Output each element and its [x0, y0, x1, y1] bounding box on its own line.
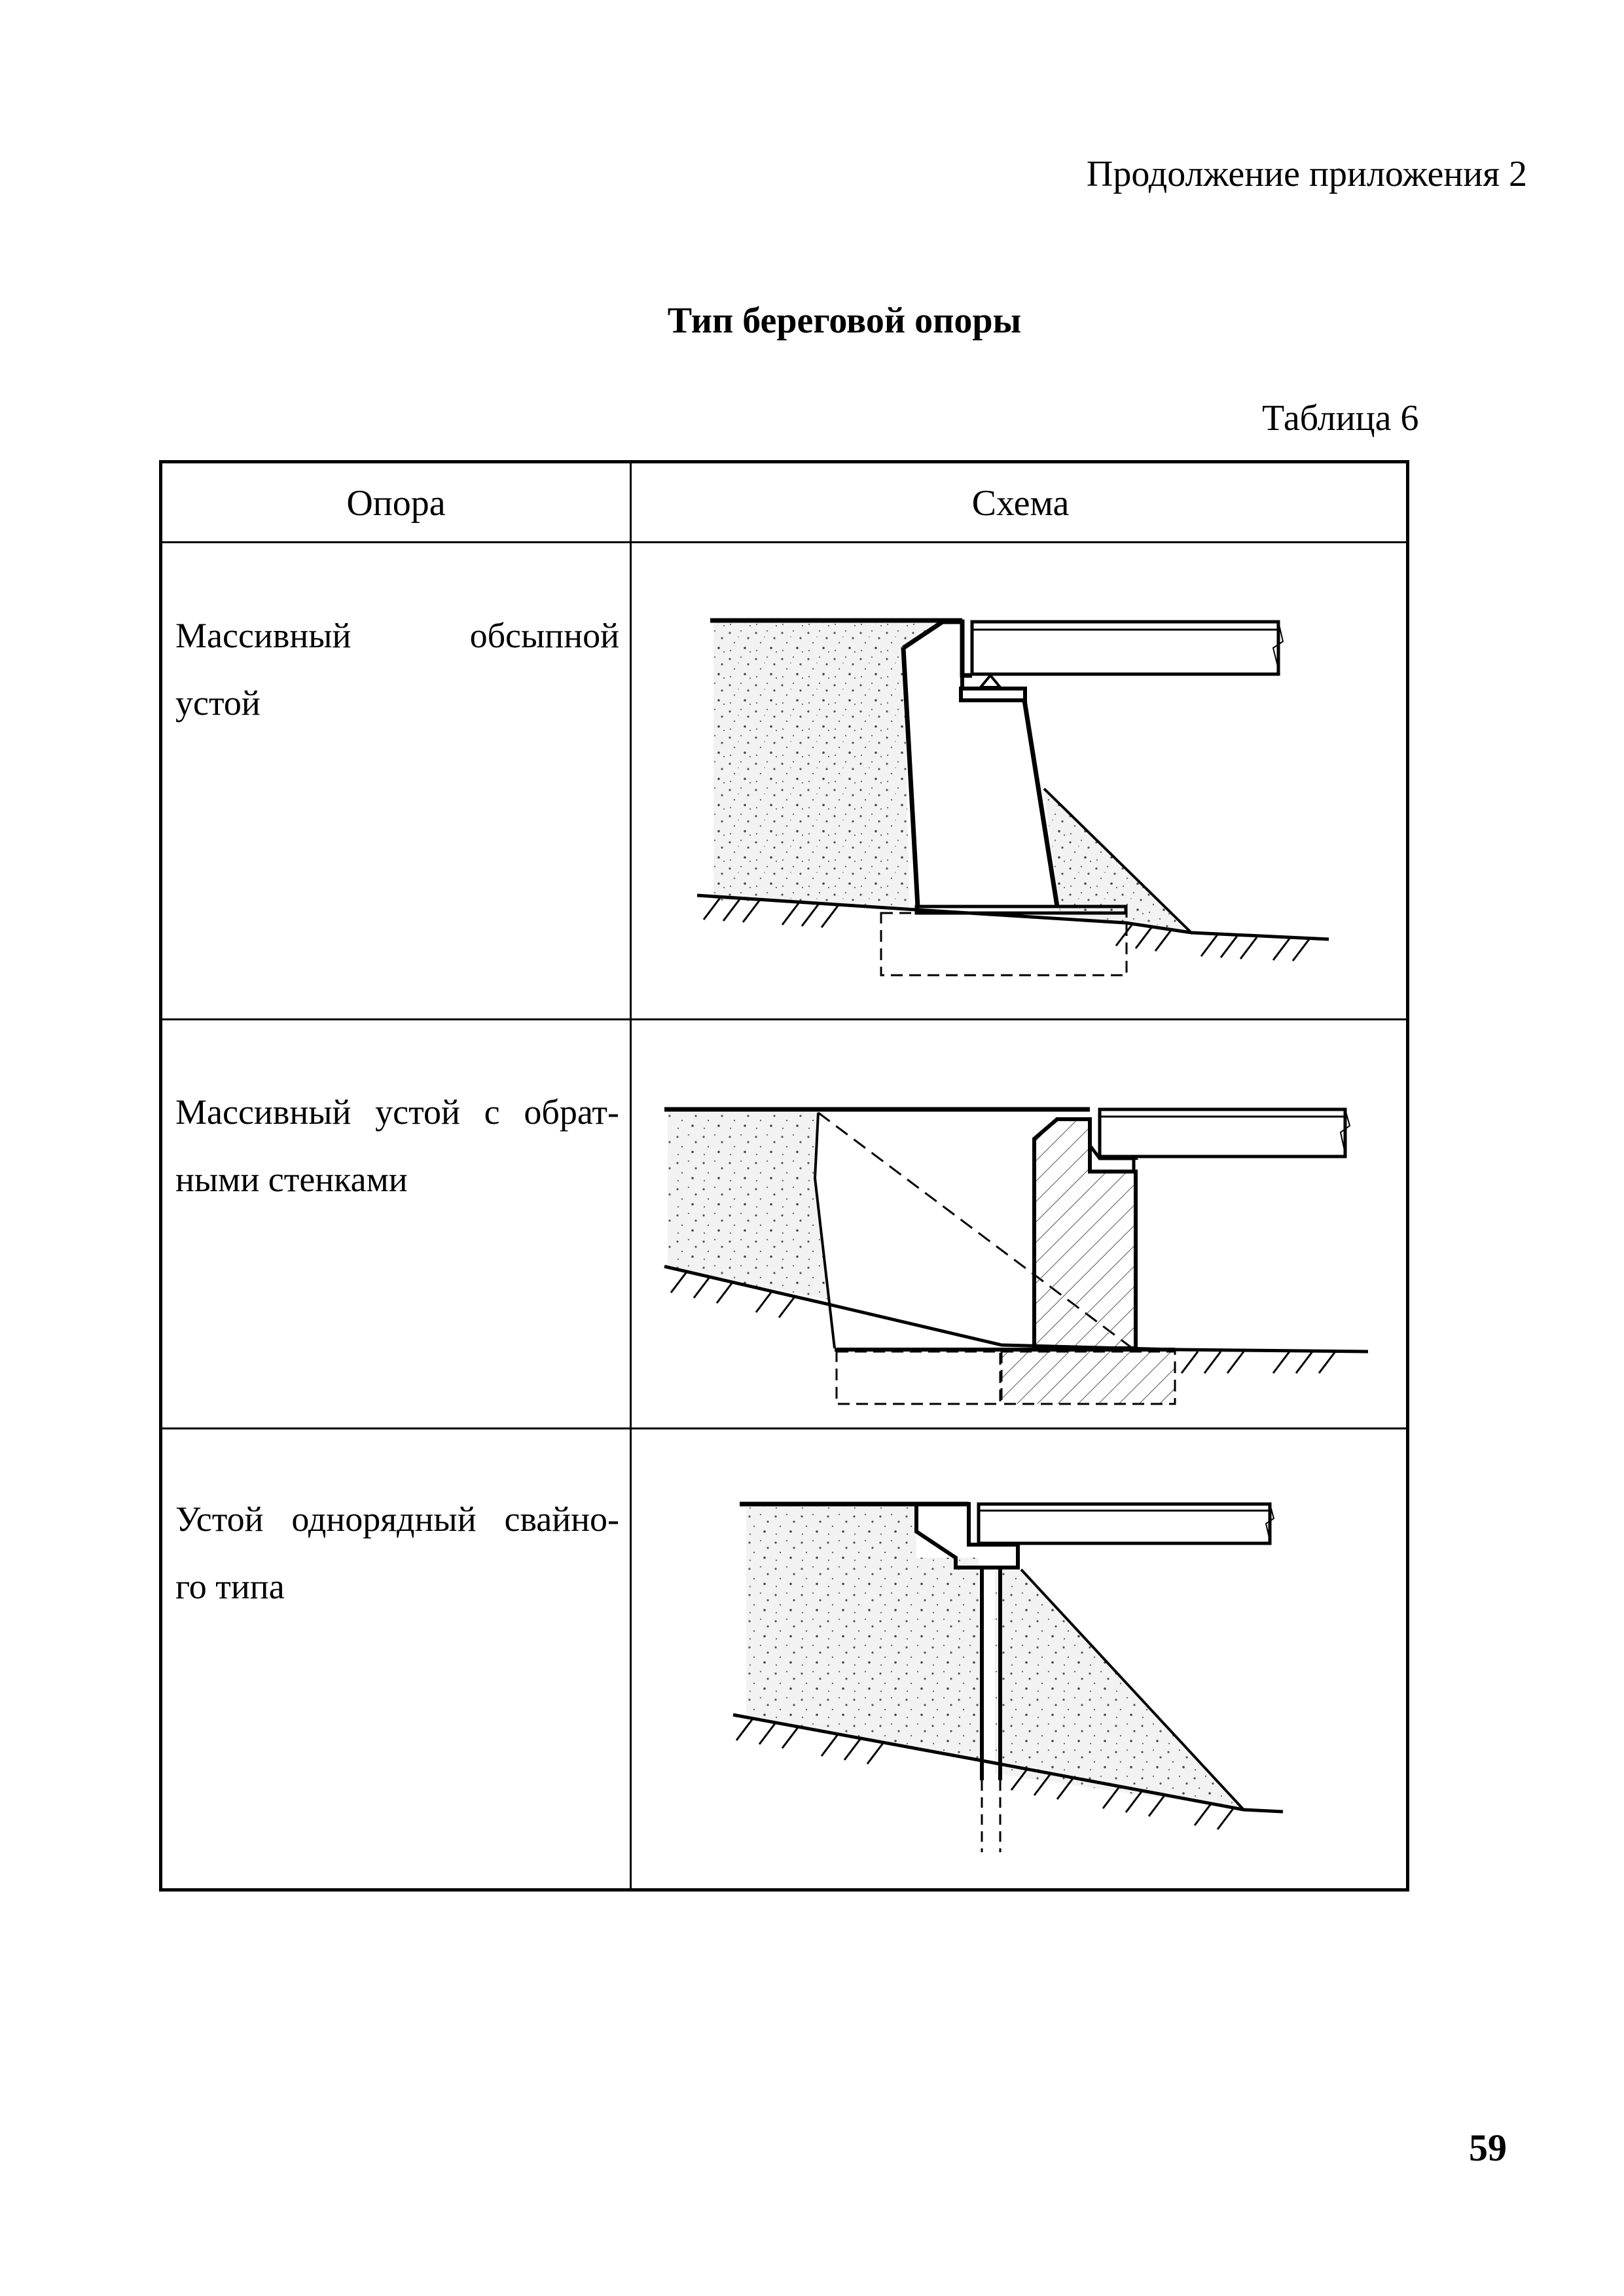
row-divider	[162, 1018, 1406, 1020]
abutment-wing-walls-icon	[664, 1107, 1369, 1405]
column-header-scheme: Схема	[971, 483, 1070, 524]
row-label-line: Устой однорядный свайно-	[175, 1499, 619, 1539]
row-label-line: Массивный устой с обрат-	[175, 1092, 619, 1132]
table-row: Устой однорядный свайно- го типа	[175, 1486, 619, 1621]
column-divider	[630, 463, 632, 1888]
abutment-types-table: Опора Схема Массивный обсыпной устой Мас…	[159, 460, 1409, 1892]
abutment-backfilled-icon	[696, 618, 1329, 977]
continuation-header: Продолжение приложения 2	[1086, 154, 1527, 194]
row-divider	[162, 1427, 1406, 1429]
header-divider	[162, 541, 1406, 543]
row-label-line: Массивный обсыпной	[175, 616, 619, 655]
page-number: 59	[1469, 2126, 1507, 2169]
table-row: Массивный устой с обрат- ными стенками	[175, 1079, 619, 1213]
row-label-line: устой	[175, 683, 261, 723]
row-label-line: го типа	[175, 1567, 285, 1606]
row-label-line: ными стенками	[175, 1160, 408, 1199]
abutment-single-row-pile-icon	[732, 1501, 1284, 1852]
table-label: Таблица 6	[1262, 398, 1419, 439]
column-header-support: Опора	[346, 483, 446, 524]
table-row: Массивный обсыпной устой	[175, 602, 619, 737]
document-title: Тип береговой опоры	[667, 300, 1022, 341]
